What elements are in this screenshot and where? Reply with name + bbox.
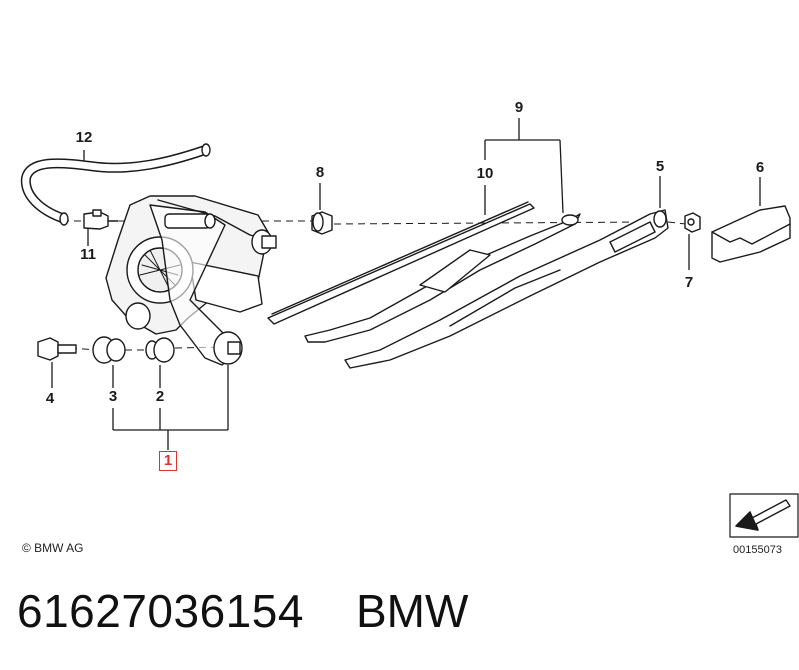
callout-10: 10 bbox=[476, 165, 494, 182]
callout-3: 3 bbox=[108, 388, 118, 405]
callout-8: 8 bbox=[315, 164, 325, 181]
parts-diagram: 12 11 8 9 10 5 6 7 4 3 2 1 bbox=[20, 99, 799, 538]
diagram-number: 00155073 bbox=[733, 544, 782, 556]
callout-2: 2 bbox=[155, 388, 165, 405]
callout-12: 12 bbox=[75, 129, 93, 146]
callout-1-highlighted[interactable]: 1 bbox=[159, 451, 177, 471]
copyright-notice: © BMW AG bbox=[22, 541, 84, 555]
brand-name: BMW bbox=[356, 585, 469, 637]
callout-9: 9 bbox=[514, 99, 524, 116]
callout-5: 5 bbox=[655, 158, 665, 175]
callout-6: 6 bbox=[755, 159, 765, 176]
part-number: 61627036154 bbox=[17, 585, 304, 637]
callout-7: 7 bbox=[684, 274, 694, 291]
callout-4: 4 bbox=[45, 390, 55, 407]
diagram-artwork bbox=[20, 118, 799, 538]
callout-11: 11 bbox=[80, 246, 96, 263]
